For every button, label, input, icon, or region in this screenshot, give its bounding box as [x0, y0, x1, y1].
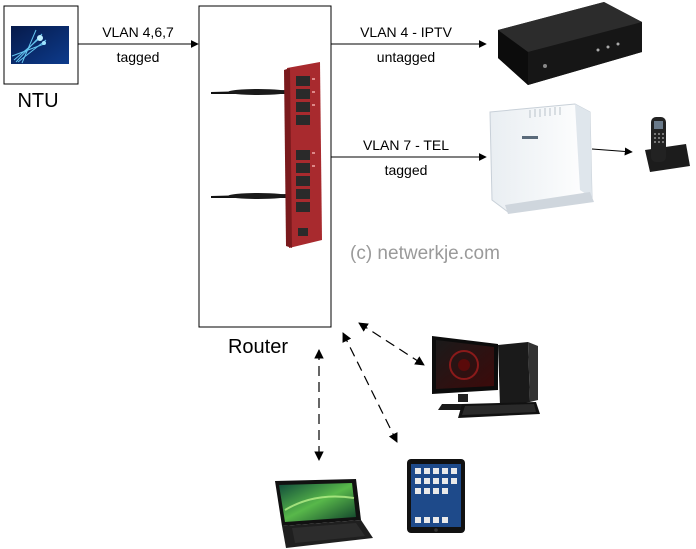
desktop-device — [432, 336, 540, 418]
iptv-vlan-label: VLAN 4 - IPTV — [360, 24, 452, 40]
uplink-mode-label: tagged — [116, 49, 160, 65]
router-label: Router — [227, 336, 289, 358]
wifi-arrow-tablet — [342, 332, 398, 443]
iptv-mode-label: untagged — [376, 49, 436, 65]
wifi-arrow-desktop — [358, 322, 425, 366]
uplink-vlan-label: VLAN 4,6,7 — [102, 24, 174, 40]
ntu-device — [3, 5, 79, 85]
tel-vlan-label: VLAN 7 - TEL — [362, 137, 450, 153]
watermark: (c) netwerkje.com — [350, 243, 500, 264]
tel-mode-label: tagged — [384, 162, 428, 178]
modem-device — [489, 103, 594, 214]
tablet-device — [407, 459, 465, 533]
phone-device — [645, 117, 690, 172]
settop-box-device — [498, 2, 642, 85]
phone-arrow — [591, 147, 633, 156]
ntu-label: NTU — [17, 90, 59, 112]
router-device — [211, 62, 322, 248]
laptop-device — [275, 479, 373, 548]
